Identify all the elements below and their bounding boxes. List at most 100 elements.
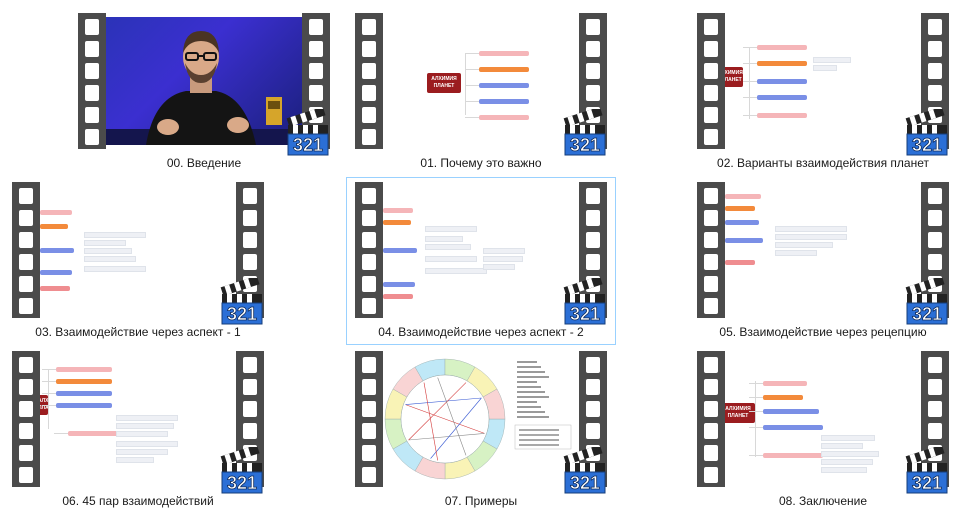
mindmap-root-node: АЛХИМИЯ ПЛАНЕТ — [427, 73, 461, 93]
sprocket-hole — [586, 379, 600, 395]
video-thumbnail[interactable]: 321 — [12, 182, 264, 325]
mindmap-branch-node — [40, 248, 74, 253]
mindmap-branch-node — [763, 425, 823, 430]
file-name-label[interactable]: 08. Заключение — [779, 494, 867, 508]
filmstrip-border — [355, 13, 383, 149]
sprocket-hole — [362, 357, 376, 373]
mindmap-branch-node — [725, 206, 755, 211]
file-name-label[interactable]: 00. Введение — [166, 156, 242, 170]
mindmap-branch-node — [68, 431, 124, 436]
sprocket-hole — [586, 63, 600, 79]
sprocket-hole — [928, 254, 942, 270]
thumbnail-frame — [725, 186, 921, 314]
mindmap-connector — [465, 53, 466, 115]
mindmap-branch-node — [40, 224, 68, 229]
mindmap-branch-node — [763, 453, 823, 458]
mindmap-connector — [48, 369, 49, 429]
file-name-label[interactable]: 07. Примеры — [444, 494, 518, 508]
sprocket-hole — [85, 41, 99, 57]
sprocket-hole — [85, 63, 99, 79]
mindmap-branch-node — [757, 45, 807, 50]
mindmap-leaf-node — [821, 451, 879, 457]
sprocket-hole — [362, 41, 376, 57]
mindmap-branch-node — [479, 99, 529, 104]
sprocket-hole — [586, 357, 600, 373]
video-thumbnail[interactable]: 321 — [697, 182, 949, 325]
sprocket-hole — [586, 401, 600, 417]
mindmap-branch-node — [763, 395, 803, 400]
mindmap-branch-node — [56, 403, 112, 408]
sprocket-hole — [243, 379, 257, 395]
media-player-classic-logo-icon: 321 — [218, 444, 263, 494]
mindmap-branch-node — [763, 409, 819, 414]
sprocket-hole — [704, 467, 718, 483]
mindmap-leaf-node — [84, 240, 126, 246]
sprocket-hole — [19, 467, 33, 483]
sprocket-hole — [586, 210, 600, 226]
mindmap-branch-node — [479, 115, 529, 120]
sprocket-hole — [362, 298, 376, 314]
sprocket-hole — [362, 445, 376, 461]
mindmap-leaf-node — [483, 264, 515, 270]
sprocket-hole — [586, 254, 600, 270]
mindmap-branch-node — [757, 61, 807, 66]
mindmap-branch-node — [725, 238, 763, 243]
mindmap-branch-node — [383, 220, 411, 225]
mindmap-leaf-node — [84, 256, 136, 262]
mindmap-branch-node — [383, 282, 415, 287]
video-thumbnail[interactable]: 321 — [355, 182, 607, 325]
sprocket-hole — [928, 379, 942, 395]
logo-text: 321 — [912, 473, 942, 493]
thumbnail-frame: ЛХИМИЯ ПЛАНЕТ — [725, 17, 921, 145]
sprocket-hole — [362, 401, 376, 417]
mindmap-connector — [749, 383, 763, 384]
thumbnail-frame — [383, 355, 579, 483]
file-name-label[interactable]: 04. Взаимодействие через аспект - 2 — [378, 325, 584, 339]
sprocket-hole — [704, 423, 718, 439]
sprocket-hole — [19, 401, 33, 417]
sprocket-hole — [362, 129, 376, 145]
mindmap-leaf-node — [821, 443, 863, 449]
mindmap-leaf-node — [116, 449, 168, 455]
mindmap-branch-node — [479, 51, 529, 56]
sprocket-hole — [243, 210, 257, 226]
mindmap-connector — [749, 427, 763, 428]
video-thumbnail[interactable]: 321 — [355, 351, 607, 494]
video-thumbnail[interactable]: 321 — [78, 13, 330, 156]
mindmap-branch-node — [479, 83, 529, 88]
mindmap-leaf-node — [84, 266, 146, 272]
mindmap-leaf-node — [425, 256, 477, 262]
file-name-label[interactable]: 03. Взаимодействие через аспект - 1 — [35, 325, 241, 339]
sprocket-hole — [704, 188, 718, 204]
file-name-label[interactable]: 06. 45 пар взаимодействий — [62, 494, 214, 508]
sprocket-hole — [85, 19, 99, 35]
mindmap-connector — [465, 69, 479, 70]
video-file-tile[interactable]: ЛХИМИЯ ПЛАНЕТ32102. Варианты взаимодейст… — [688, 8, 958, 176]
sprocket-hole — [362, 85, 376, 101]
sprocket-hole — [928, 188, 942, 204]
sprocket-hole — [928, 401, 942, 417]
file-name-label[interactable]: 02. Варианты взаимодействия планет — [717, 156, 929, 170]
sprocket-hole — [362, 107, 376, 123]
mindmap-leaf-node — [84, 232, 146, 238]
file-name-label[interactable]: 01. Почему это важно — [420, 156, 542, 170]
mindmap-connector — [743, 81, 757, 82]
file-name-label[interactable]: 05. Взаимодействие через рецепцию — [719, 325, 927, 339]
filmstrip-border — [697, 13, 725, 149]
mindmap-connector — [749, 47, 750, 119]
sprocket-hole — [704, 254, 718, 270]
mindmap-connector — [749, 455, 763, 456]
mindmap-connector — [465, 117, 479, 118]
